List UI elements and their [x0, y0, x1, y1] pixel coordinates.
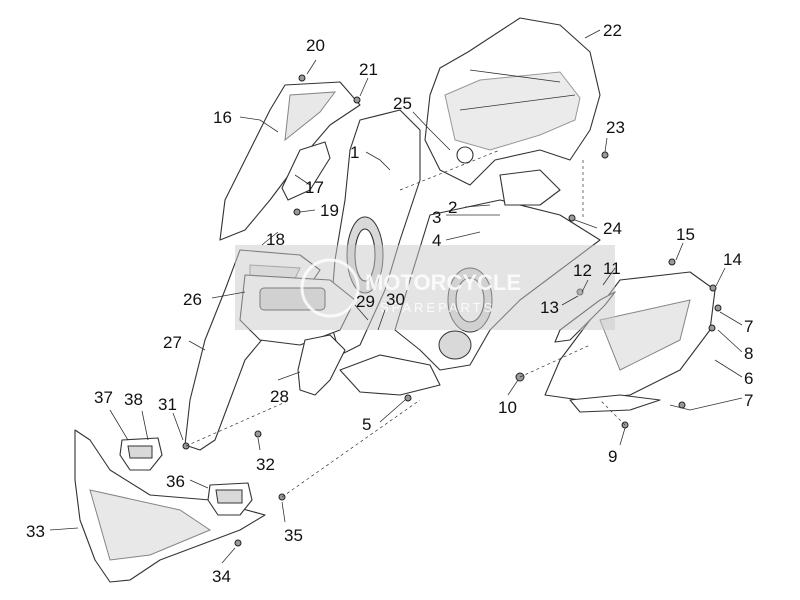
- callout-label: 32: [256, 455, 275, 474]
- callout-label: 38: [124, 390, 143, 409]
- nose-cover-part: [74, 429, 266, 583]
- lower-bracket-part: [339, 354, 441, 396]
- callout-labels: 1 2 3 4 5 6 7 7 8 9 10 11 12 13 14 15 16…: [26, 21, 753, 586]
- callout-label: 4: [432, 231, 441, 250]
- callout-label: 20: [306, 36, 325, 55]
- callout-label: 2: [448, 198, 457, 217]
- watermark: MOTORCYCLE SPAREPARTS: [235, 245, 615, 330]
- callout-label: 1: [350, 143, 359, 162]
- callout-label: 12: [573, 261, 592, 280]
- callout-label: 33: [26, 522, 45, 541]
- watermark-subtitle: SPAREPARTS: [380, 300, 495, 315]
- callout-label: 21: [359, 60, 378, 79]
- lower-inner-panel-part: [297, 334, 346, 396]
- callout-label: 15: [676, 225, 695, 244]
- callout-label: 37: [94, 388, 113, 407]
- callout-label: 24: [603, 219, 622, 238]
- callout-label: 26: [183, 290, 202, 309]
- callout-label: 7: [744, 391, 753, 410]
- callout-label: 9: [608, 447, 617, 466]
- callout-label: 36: [166, 472, 185, 491]
- callout-label: 8: [744, 344, 753, 363]
- callout-label: 30: [386, 290, 405, 309]
- vent-grille-part: [119, 437, 253, 516]
- callout-label: 10: [498, 398, 517, 417]
- callout-label: 22: [603, 21, 622, 40]
- callout-label: 23: [606, 118, 625, 137]
- callout-label: 13: [540, 298, 559, 317]
- callout-label: 14: [723, 250, 742, 269]
- leader-lines: [49, 29, 743, 564]
- assembly-lines: [185, 149, 626, 498]
- callout-label: 6: [744, 369, 753, 388]
- callout-label: 11: [603, 259, 621, 278]
- right-side-panel-part: [544, 271, 716, 413]
- callout-label: 18: [266, 230, 285, 249]
- callout-label: 7: [744, 317, 753, 336]
- callout-label: 34: [212, 567, 231, 586]
- callout-label: 27: [163, 333, 182, 352]
- left-side-panel-part: [219, 81, 361, 241]
- callout-label: 3: [432, 208, 441, 227]
- callout-label: 31: [158, 395, 177, 414]
- watermark-title: MOTORCYCLE: [365, 270, 521, 295]
- windscreen-part: [424, 17, 601, 186]
- callout-label: 19: [320, 201, 339, 220]
- callout-label: 35: [284, 526, 303, 545]
- callout-label: 17: [305, 178, 324, 197]
- callout-label: 28: [270, 387, 289, 406]
- callout-label: 25: [393, 94, 412, 113]
- callout-label: 29: [356, 292, 375, 311]
- callout-label: 5: [362, 415, 371, 434]
- callout-label: 16: [213, 108, 232, 127]
